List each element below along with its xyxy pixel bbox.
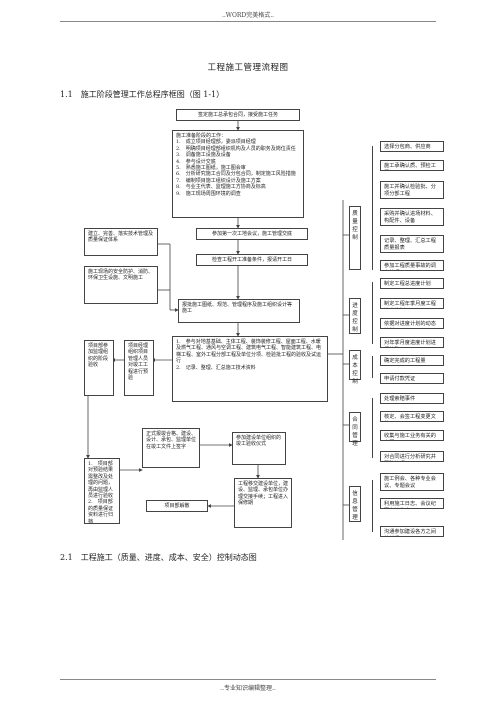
preparation-list-item: 7. 编制项目施工组织设计及施工方案 [176, 177, 261, 184]
info-item: 利用施工日志、会议纪要交流信息 [380, 498, 444, 509]
submit-docs-box: 正式报竣合格、建设、设计、承包、监理单位在竣工文件上签字 [142, 428, 200, 468]
page-footer: ..专业知识编辑整理.. [220, 685, 276, 692]
info-item: 施工例会、各种专业会议、专题会议 [380, 473, 444, 491]
progress-item: 制定工程年季月度工程进度计划 [380, 298, 444, 309]
cost-control-label: 成本控制 [349, 350, 361, 385]
quality-item: 采购并确认进场材料、构配件、设备 [380, 208, 444, 226]
technical-system-box: 建立、完善、落实技术管理及质量保证体系 [84, 228, 158, 256]
phase-acceptance-box: 项目部参加监理组织的阶段验收 [84, 340, 114, 396]
contract-bracket [372, 398, 373, 458]
quality-control-label: 质量控制 [349, 206, 361, 270]
contract-start-box: 签定施工总承包合同，接受施工任务 [176, 109, 300, 121]
preparation-list-item: 6. 分析研究施工合同及分包合同，制定施工风险措施 [176, 171, 296, 178]
preparation-list-item: 9. 施工现场周围环境的调查 [176, 190, 241, 197]
quality-item: 施工并确认检验批、分项分部工程 [380, 181, 444, 199]
progress-item: 对年季月度进度计划进行修改 [380, 337, 444, 348]
info-management-label: 信息管理 [349, 486, 361, 522]
cost-item: 申请付款凭证 [380, 373, 444, 384]
preparation-list-item: 2. 明确项目经理部组织机构及人员的职务及岗位责任 [176, 145, 296, 152]
preparation-list-item: 1. 成立项目经理部，委派项目经理 [176, 139, 256, 146]
cost-bracket [372, 356, 373, 378]
footer-rule [60, 679, 436, 680]
site-safety-box: 施工现场的安全防护、消防、环保卫生设施、文明施工 [84, 266, 158, 304]
preparation-list-item: 施工准备阶段的工作： [176, 133, 227, 139]
progress-control-label: 进度控制 [349, 298, 361, 334]
report-plan-box: 报批施工图纸、规范、管理程序及施工组织设计等施工 [178, 299, 300, 323]
section-heading-1: 1.1 施工阶段管理工作总程序框图（图 1-1） [60, 90, 225, 99]
quality-item: 选择分包商、供应商 [380, 141, 444, 152]
first-meeting-box: 参加第一次工地会议，施工管理交底 [196, 228, 308, 240]
pre-acceptance-box: 项目经理组织项目管理人员对竣工工程进行预验 [124, 340, 154, 396]
section-heading-2: 2.1 工程施工（质量、进度、成本、安全）控制动态图 [60, 553, 257, 562]
quality-item: 施工承确认质、预检工程 [380, 160, 444, 171]
cost-item: 确定完成的工程量 [380, 355, 444, 366]
execution-list-item: 2. 记录、整理、汇总施工技术资料 [176, 364, 256, 371]
acceptance-box: 参加建设单位组织的竣工验收仪式 [232, 432, 286, 465]
header-rule [60, 21, 436, 22]
quality-item: 记录、整理、汇总工程质量报表 [380, 235, 444, 253]
rectify-list-item: 1. 项目部对预验结果需整改及处理的问题，再由监理人员进行验收 [88, 461, 114, 500]
execution-list-item: 1. 参与对地基基础、主体工程、装饰装修工程、屋面工程、水暖及燃气工程、通风与空… [176, 339, 322, 365]
progress-item: 依据对进度计划的动态控制 [380, 318, 444, 329]
preparation-list-item: 4. 参与设计交底 [176, 158, 216, 165]
document-title: 工程施工管理流程图 [207, 63, 289, 73]
quality-bracket [372, 146, 373, 270]
dissolve-box: 项目部解散 [146, 500, 208, 512]
preparation-list-item: 8. 与业主代表、监理施工方协商及标高 [176, 184, 266, 191]
contract-item: 处理索赔事件 [380, 393, 444, 404]
check-conditions-box: 检查工程开工准备条件，报请开工日 [196, 254, 308, 266]
info-bracket [372, 480, 373, 532]
page-header: ..WORD完美格式.. [221, 12, 275, 19]
execution-list-box: 1. 参与对地基基础、主体工程、装饰装修工程、屋面工程、水暖及燃气工程、通风与空… [172, 336, 328, 402]
contract-item: 核定、会签工程变更文件 [380, 411, 444, 422]
progress-item: 制定工程总进度计划 [380, 278, 444, 289]
rectify-list-item: 2. 项目部的质量保证资料进行归档 [88, 499, 114, 524]
preparation-list-item: 5. 熟悉施工图纸，施工图会审 [176, 165, 246, 172]
preparation-list-item: 3. 调备施工设施及设备 [176, 152, 231, 159]
quality-item: 参加工程质量事故的调查处理 [380, 260, 444, 271]
contract-item: 对合同进行分析研究并跟踪管理 [380, 451, 444, 462]
contract-item: 收集与施工业务有关的合同 [380, 430, 444, 441]
handover-box: 工程移交建设单位，建设、监理、承包单位办理交接手续；工程进入保修期 [234, 478, 292, 528]
progress-bracket [372, 282, 373, 344]
contract-management-label: 合同管理 [349, 412, 361, 447]
info-item: 沟通参加建设各方之间的关系 [380, 526, 444, 537]
